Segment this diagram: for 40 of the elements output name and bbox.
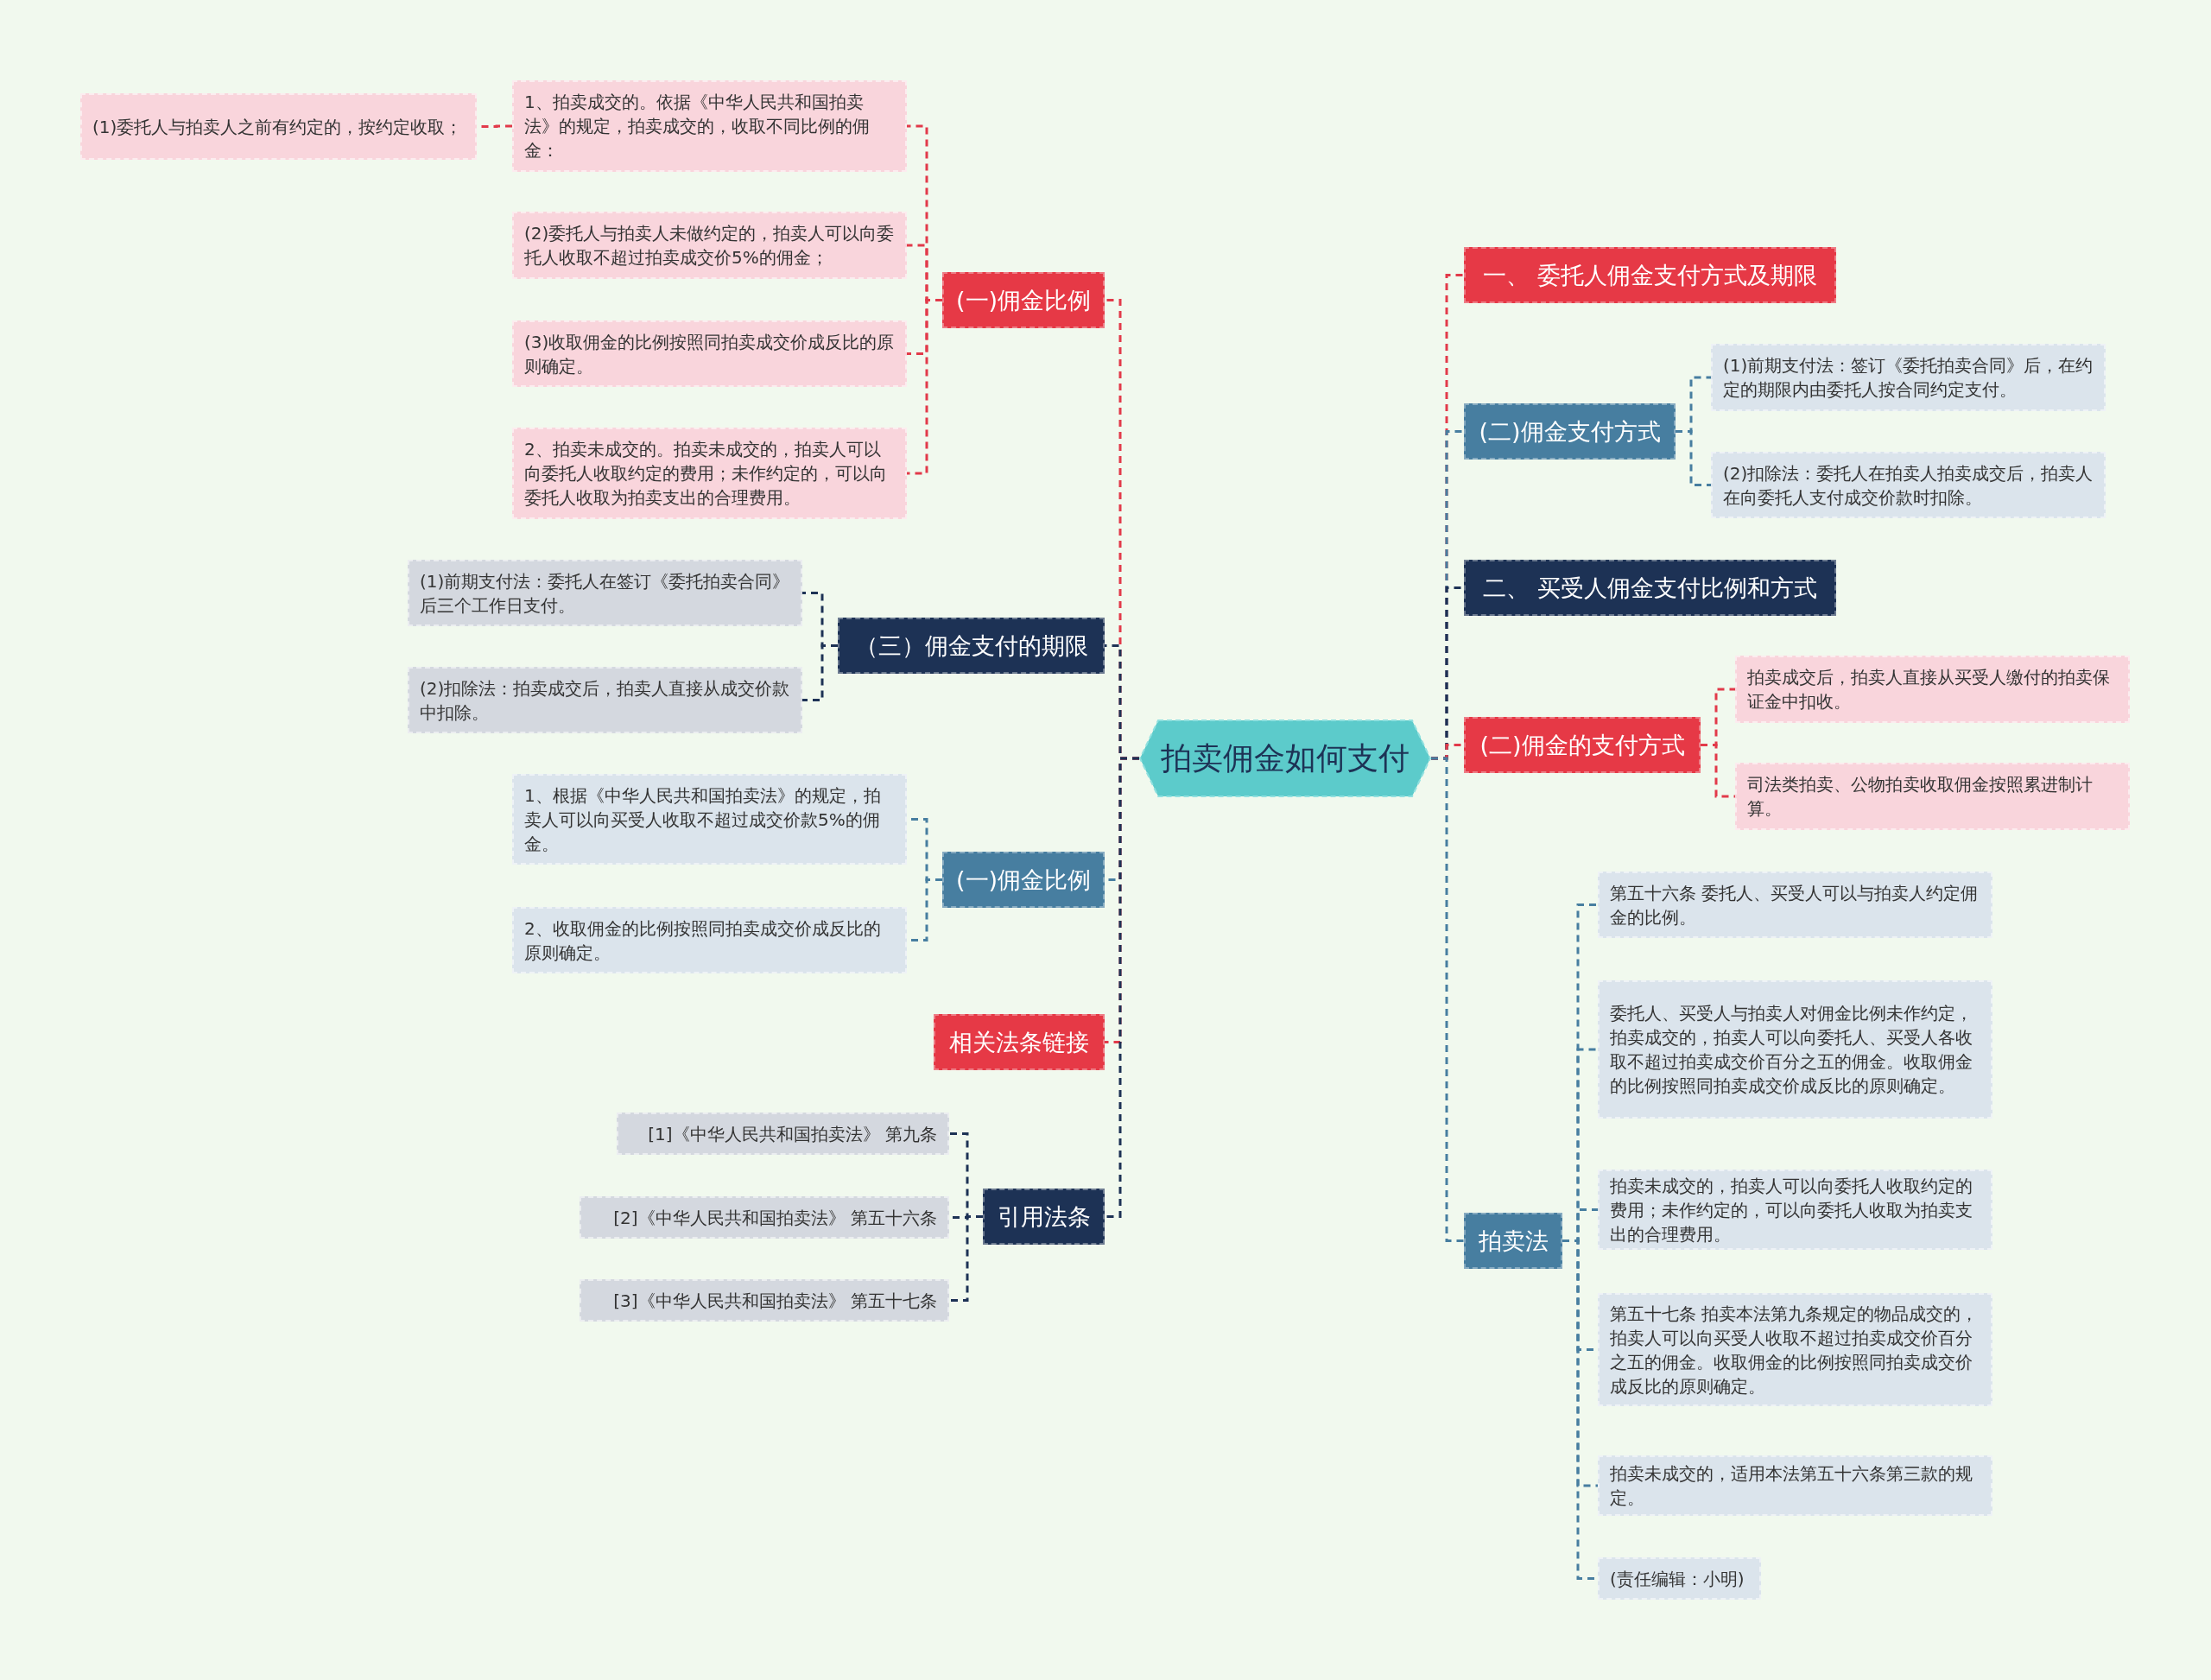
connector-line — [1431, 757, 1464, 1242]
topic-box: (二)佣金的支付方式 — [1464, 717, 1701, 773]
topic-box: 拍卖法 — [1464, 1213, 1562, 1269]
connector-line — [949, 1215, 983, 1302]
topic-box: (一)佣金比例 — [942, 852, 1105, 908]
connector-line — [1676, 430, 1711, 486]
note-box: 2、收取佣金的比例按照同拍卖成交价成反比的原则确定。 — [512, 907, 907, 973]
note-box: (责任编辑：小明) — [1598, 1557, 1761, 1600]
note-box: 委托人、买受人与拍卖人对佣金比例未作约定，拍卖成交的，拍卖人可以向委托人、买受人各收取不超过拍卖成交价百分之五的佣金。收取佣金的比例按照同拍卖成交价成反比的原则确定。 — [1598, 980, 1992, 1119]
note-box: [1]《中华人民共和国拍卖法》 第九条 — [617, 1113, 949, 1155]
note-box: (2)委托人与拍卖人未做约定的，拍卖人可以向委托人收取不超过拍卖成交价5%的佣金； — [512, 212, 907, 279]
note-box: 司法类拍卖、公物拍卖收取佣金按照累进制计算。 — [1735, 763, 2130, 830]
note-box: [2]《中华人民共和国拍卖法》 第五十六条 — [580, 1196, 949, 1239]
note-box: 1、拍卖成交的。依据《中华人民共和国拍卖法》的规定，拍卖成交的，收取不同比例的佣金： — [512, 80, 907, 172]
connector-line — [907, 299, 942, 475]
note-box: (1)前期支付法：委托人在签订《委托拍卖合同》后三个工作日支付。 — [408, 560, 802, 626]
note-box: (1)委托人与拍卖人之前有约定的，按约定收取； — [80, 93, 477, 160]
topic-box: (一)佣金比例 — [942, 272, 1105, 328]
note-box: 2、拍卖未成交的。拍卖未成交的，拍卖人可以向委托人收取约定的费用；未作约定的，可以向委托人收取为拍卖支出的合理费用。 — [512, 428, 907, 519]
note-box: 拍卖未成交的，适用本法第五十六条第三款的规定。 — [1598, 1455, 1992, 1516]
note-box: (3)收取佣金的比例按照同拍卖成交价成反比的原则确定。 — [512, 320, 907, 387]
note-box: (2)扣除法：委托人在拍卖人拍卖成交后，拍卖人在向委托人支付成交价款时扣除。 — [1711, 452, 2106, 518]
central-topic-hexagon: 拍卖佣金如何支付 — [1139, 720, 1431, 797]
note-box: 第五十六条 委托人、买受人可以与拍卖人约定佣金的比例。 — [1598, 872, 1992, 938]
connector-line — [1701, 744, 1735, 798]
note-box: 1、根据《中华人民共和国拍卖法》的规定，拍卖人可以向买受人收取不超过成交价款5%的佣金。 — [512, 774, 907, 865]
note-box: (2)扣除法：拍卖成交后，拍卖人直接从成交价款中扣除。 — [408, 667, 802, 733]
topic-box: （三）佣金支付的期限 — [838, 618, 1105, 674]
note-box: 拍卖成交后，拍卖人直接从买受人缴付的拍卖保证金中扣收。 — [1735, 656, 2130, 723]
note-box: 第五十七条 拍卖本法第九条规定的物品成交的，拍卖人可以向买受人收取不超过拍卖成交价百分之五的佣金。收取佣金的比例按照同拍卖成交价成反比的原则确定。 — [1598, 1293, 1992, 1406]
topic-box: (二)佣金支付方式 — [1464, 403, 1676, 460]
topic-box: 二、 买受人佣金支付比例和方式 — [1464, 560, 1836, 616]
note-box: [3]《中华人民共和国拍卖法》 第五十七条 — [580, 1279, 949, 1322]
topic-box: 相关法条链接 — [934, 1014, 1105, 1070]
connector-line — [1105, 757, 1139, 1218]
note-box: (1)前期支付法：签订《委托拍卖合同》后，在约定的期限内由委托人按合同约定支付。 — [1711, 344, 2106, 411]
connector-line — [802, 644, 838, 701]
note-box: 拍卖未成交的，拍卖人可以向委托人收取约定的费用；未作约定的，可以向委托人收取为拍卖支出的合理费用。 — [1598, 1170, 1992, 1250]
topic-box: 引用法条 — [983, 1189, 1105, 1245]
topic-box: 一、 委托人佣金支付方式及期限 — [1464, 247, 1836, 303]
